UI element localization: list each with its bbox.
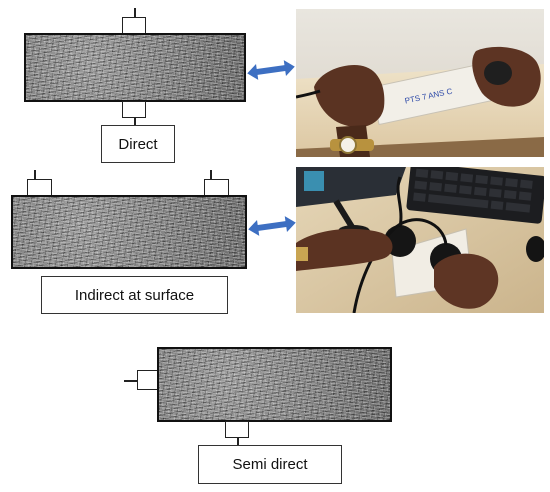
double-arrow-icon <box>248 216 296 236</box>
direct-test-photo: PTS 7 ANS C <box>296 9 544 157</box>
concrete-specimen-direct <box>24 33 246 102</box>
direct-label: Direct <box>101 125 175 163</box>
side-transducer <box>137 370 158 390</box>
right-transducer-wire <box>210 170 212 180</box>
direct-label-text: Direct <box>118 135 158 153</box>
left-transducer <box>27 179 52 196</box>
side-transducer-wire <box>124 380 138 382</box>
bottom-transducer <box>122 101 146 118</box>
bottom-transducer-semi <box>225 421 249 438</box>
bottom-transducer-wire <box>134 117 136 127</box>
indirect-label-text: Indirect at surface <box>74 286 195 304</box>
concrete-specimen-semi-direct <box>157 347 392 422</box>
left-transducer-wire <box>34 170 36 180</box>
bottom-transducer-wire-semi <box>237 437 239 447</box>
double-arrow-icon <box>247 60 295 80</box>
top-transducer-wire <box>134 8 136 18</box>
right-transducer <box>204 179 229 196</box>
top-transducer <box>122 17 146 34</box>
indirect-test-photo <box>296 167 544 313</box>
semi-direct-label: Semi direct <box>198 445 342 484</box>
concrete-specimen-indirect <box>11 195 247 269</box>
semi-direct-label-text: Semi direct <box>232 456 308 473</box>
indirect-label: Indirect at surface <box>41 276 228 314</box>
